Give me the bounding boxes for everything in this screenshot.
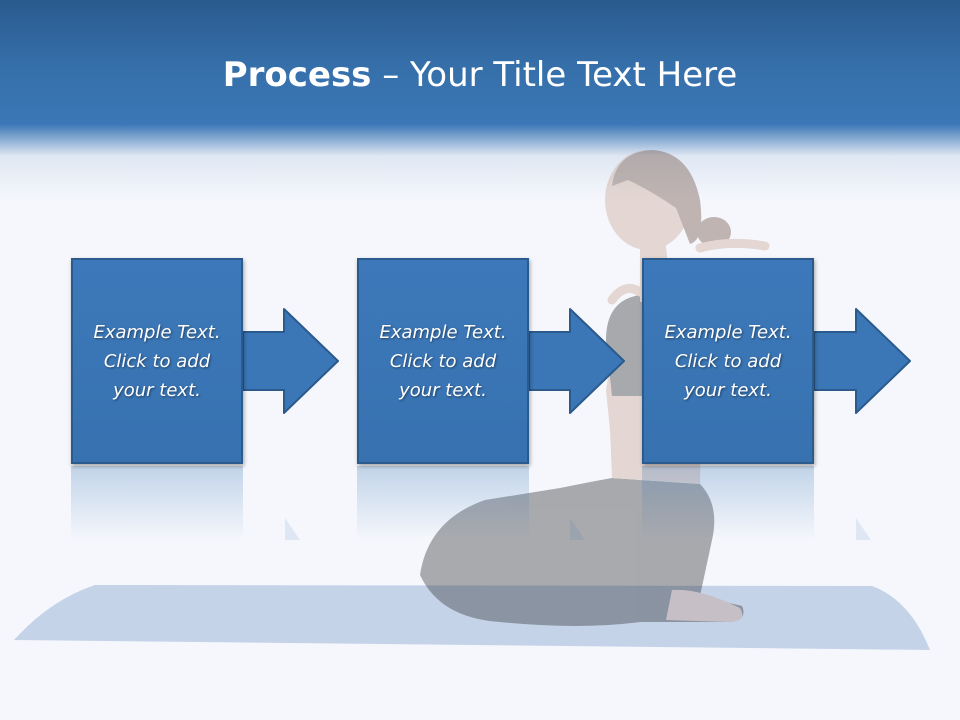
slide-title-rest: – Your Title Text Here [371,55,738,95]
process-step-2[interactable]: Example Text. Click to add your text. [357,258,529,464]
arrow-right-icon [242,308,339,414]
step-reflections [71,466,871,540]
slide-title-bold: Process [222,55,372,95]
slide-title[interactable]: Process – Your Title Text Here [0,52,960,98]
process-step-3[interactable]: Example Text. Click to add your text. [642,258,814,464]
process-step-1[interactable]: Example Text. Click to add your text. [71,258,243,464]
step-3-text[interactable]: Example Text. Click to add your text. [664,321,792,401]
step-1-text[interactable]: Example Text. Click to add your text. [93,321,221,401]
step-2-text[interactable]: Example Text. Click to add your text. [379,321,507,401]
arrow-right-icon [528,308,625,414]
title-bar [0,0,960,200]
arrow-right-icon [813,308,911,414]
yoga-mat [14,585,930,650]
